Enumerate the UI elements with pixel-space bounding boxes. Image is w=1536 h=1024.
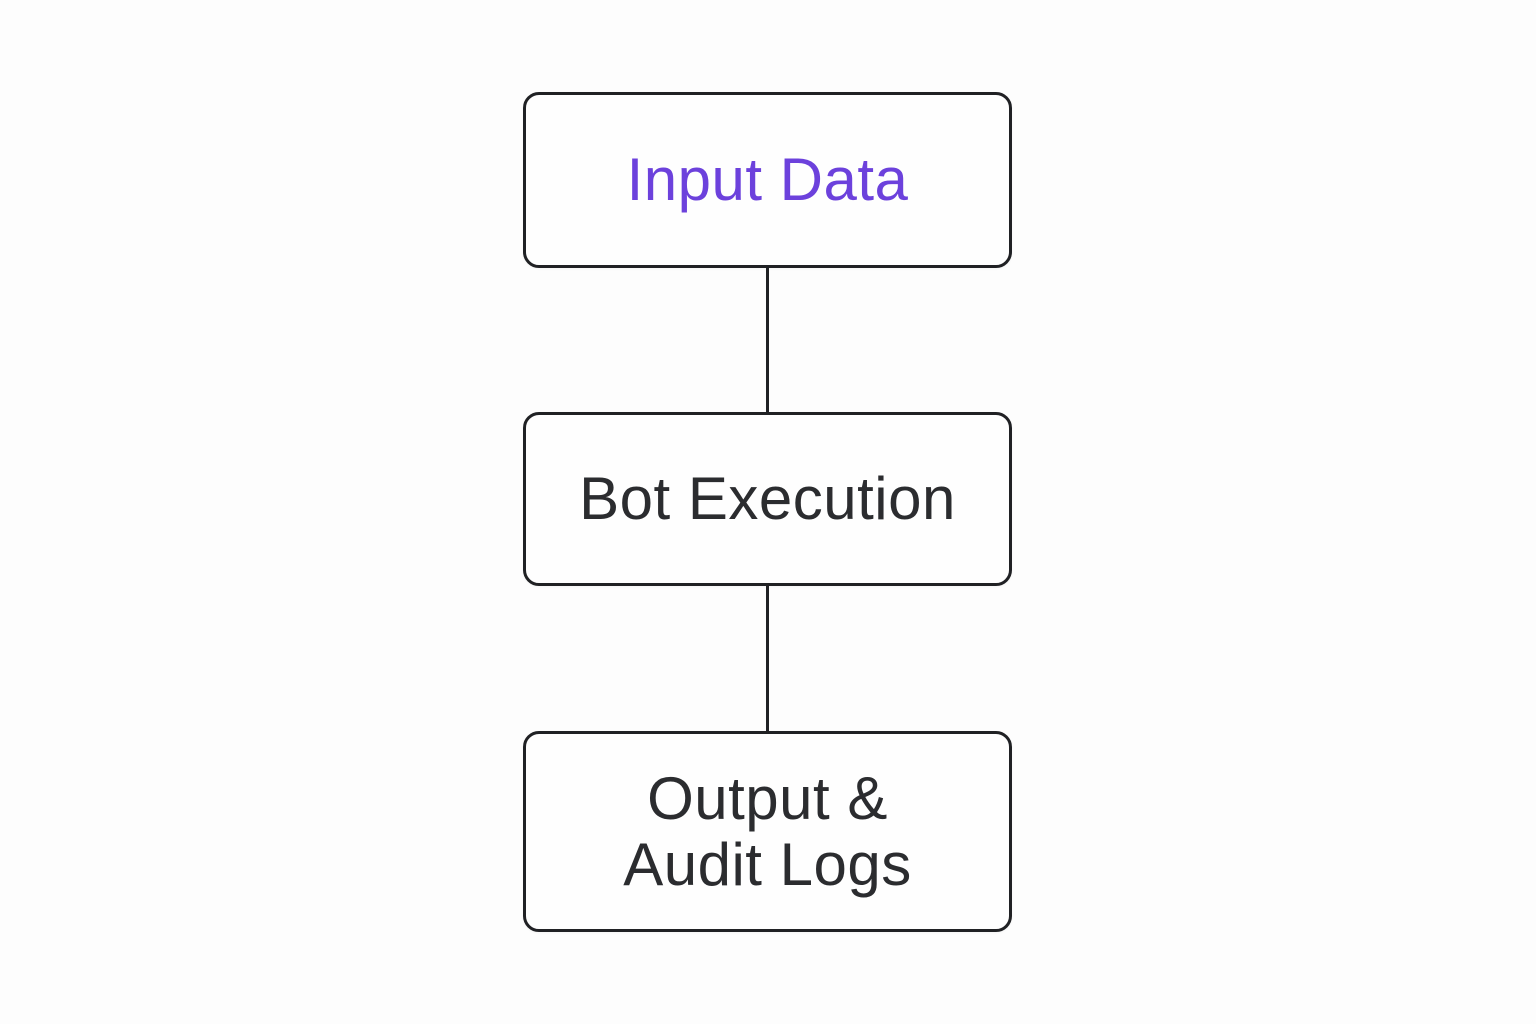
node-label-bot-execution: Bot Execution bbox=[579, 465, 956, 532]
connector-execution-to-output bbox=[766, 586, 769, 733]
node-label-input-data: Input Data bbox=[626, 146, 909, 213]
node-label-output-audit-logs: Output & Audit Logs bbox=[623, 764, 912, 898]
node-label-line-2: Audit Logs bbox=[623, 830, 912, 898]
flow-node-output-audit-logs: Output & Audit Logs bbox=[523, 731, 1012, 932]
flow-node-bot-execution: Bot Execution bbox=[523, 412, 1012, 586]
flow-node-input-data: Input Data bbox=[523, 92, 1012, 268]
connector-input-to-execution bbox=[766, 268, 769, 414]
node-label-line-1: Output & bbox=[647, 764, 888, 832]
